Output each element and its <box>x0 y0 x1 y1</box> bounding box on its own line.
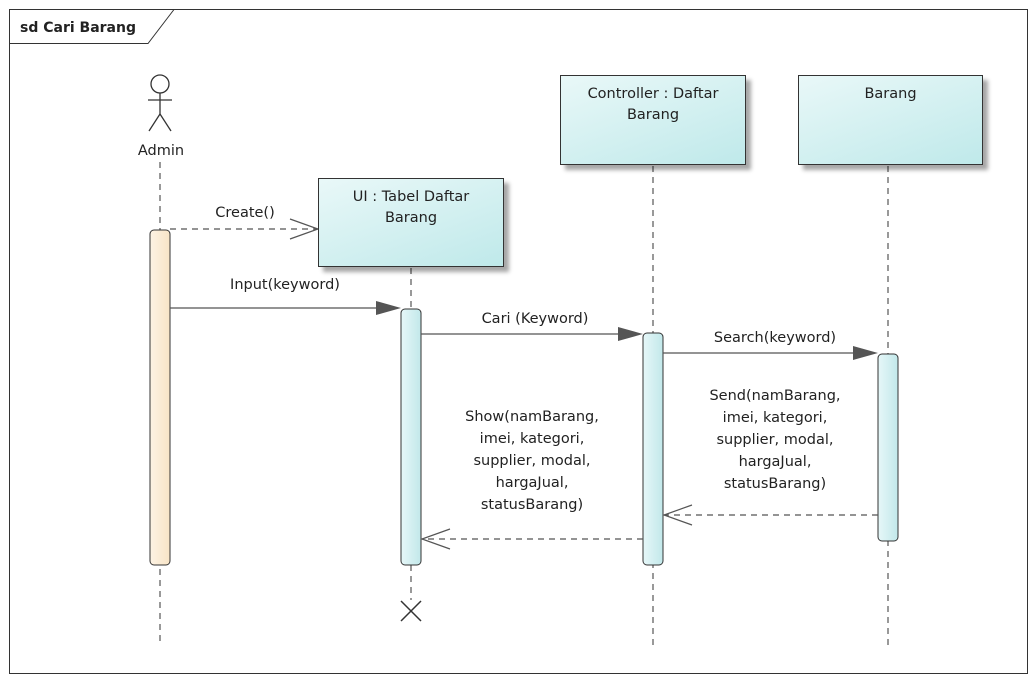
message-search-arrow <box>663 346 878 360</box>
message-send-line: statusBarang) <box>723 476 827 492</box>
lifeline-ui-line1: UI : Tabel Daftar <box>352 189 470 205</box>
frame-border <box>9 9 1028 674</box>
message-send-label: Send(namBarang, imei, kategori, supplier… <box>690 385 860 495</box>
lifeline-controller-line1: Controller : Daftar <box>587 86 719 102</box>
message-send-return-arrow <box>662 504 878 526</box>
message-input-label: Input(keyword) <box>230 277 340 293</box>
message-show-label: Show(namBarang, imei, kategori, supplier… <box>447 406 617 516</box>
message-send-line: imei, kategori, <box>722 410 828 426</box>
message-cari-label: Cari (Keyword) <box>481 311 589 327</box>
activation-ui <box>400 308 422 566</box>
message-show-line: statusBarang) <box>480 497 584 513</box>
frame-title: sd Cari Barang <box>20 20 136 36</box>
message-search-label: Search(keyword) <box>713 330 837 346</box>
destroy-icon <box>400 600 422 622</box>
lifeline-box-barang: Barang <box>798 75 983 165</box>
message-create-arrow <box>170 218 320 240</box>
actor-figure-icon <box>148 74 172 132</box>
lifeline-box-controller: Controller : Daftar Barang <box>560 75 746 165</box>
message-input-arrow <box>170 301 401 315</box>
actor-label-admin: Admin <box>137 143 185 159</box>
message-show-line: supplier, modal, <box>473 453 591 469</box>
lifeline-controller-line2: Barang <box>626 107 680 123</box>
message-create-label: Create() <box>215 205 275 221</box>
activation-admin <box>149 229 171 566</box>
message-send-line: supplier, modal, <box>716 432 834 448</box>
message-send-line: Send(namBarang, <box>709 388 841 404</box>
message-show-line: Show(namBarang, <box>465 409 599 425</box>
message-show-line: hargaJual, <box>495 475 569 491</box>
message-cari-arrow <box>421 327 643 341</box>
lifeline-ui-line2: Barang <box>384 210 438 226</box>
message-send-line: hargaJual, <box>738 454 812 470</box>
message-show-line: imei, kategori, <box>479 431 585 447</box>
frame-tab <box>9 9 175 44</box>
lifeline-barang-line1: Barang <box>864 86 917 102</box>
message-show-return-arrow <box>420 528 643 550</box>
activation-barang <box>877 353 899 542</box>
activation-controller <box>642 332 664 566</box>
lifeline-box-ui: UI : Tabel Daftar Barang <box>318 178 504 267</box>
